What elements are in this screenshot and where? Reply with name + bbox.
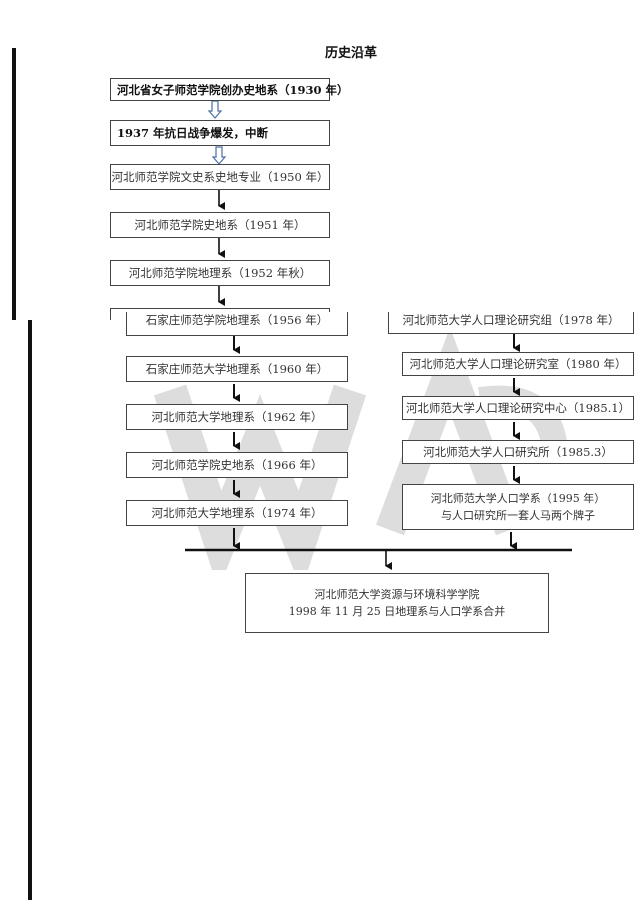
right-box-1995-line1: 河北师范大学人口学系（1995 年） <box>430 491 606 505</box>
hollow-arrow-1 <box>207 100 223 119</box>
page-title: 历史沿革 <box>325 46 378 61</box>
left-box-1956: 石家庄师范学院地理系（1956 年） <box>126 312 348 336</box>
flow-box-1952: 河北师范学院地理系（1952 年秋） <box>110 260 330 286</box>
left-box-1962: 河北师范大学地理系（1962 年） <box>126 404 348 430</box>
right-box-1985-3: 河北师范大学人口研究所（1985.3） <box>402 440 634 464</box>
left-box-1960: 石家庄师范大学地理系（1960 年） <box>126 356 348 382</box>
hollow-arrow-2 <box>211 146 227 165</box>
flow-box-1950: 河北师范学院文史系史地专业（1950 年） <box>110 164 330 190</box>
right-box-1985-1: 河北师范大学人口理论研究中心（1985.1） <box>402 396 634 420</box>
right-box-1978: 河北师范大学人口理论研究组（1978 年） <box>388 312 634 334</box>
final-box-1998: 河北师范大学资源与环境科学学院 1998 年 11 月 25 日地理系与人口学系… <box>245 573 549 633</box>
page-border-lower <box>28 320 32 900</box>
page-border-upper <box>12 48 16 320</box>
left-box-1966: 河北师范学院史地系（1966 年） <box>126 452 348 478</box>
right-box-1995-line2: 与人口研究所一套人马两个牌子 <box>441 509 595 522</box>
flow-box-1930: 河北省女子师范学院创办史地系（1930 年） <box>110 78 349 101</box>
right-box-1995: 河北师范大学人口学系（1995 年） 与人口研究所一套人马两个牌子 <box>402 484 634 530</box>
flow-box-1937: 1937 年抗日战争爆发，中断 <box>110 120 330 146</box>
final-box-line2: 1998 年 11 月 25 日地理系与人口学系合并 <box>288 605 506 618</box>
left-box-1974: 河北师范大学地理系（1974 年） <box>126 500 348 526</box>
flow-box-1951: 河北师范学院史地系（1951 年） <box>110 212 330 238</box>
right-box-1980: 河北师范大学人口理论研究室（1980 年） <box>402 352 634 376</box>
final-box-line1: 河北师范大学资源与环境科学学院 <box>314 587 480 601</box>
